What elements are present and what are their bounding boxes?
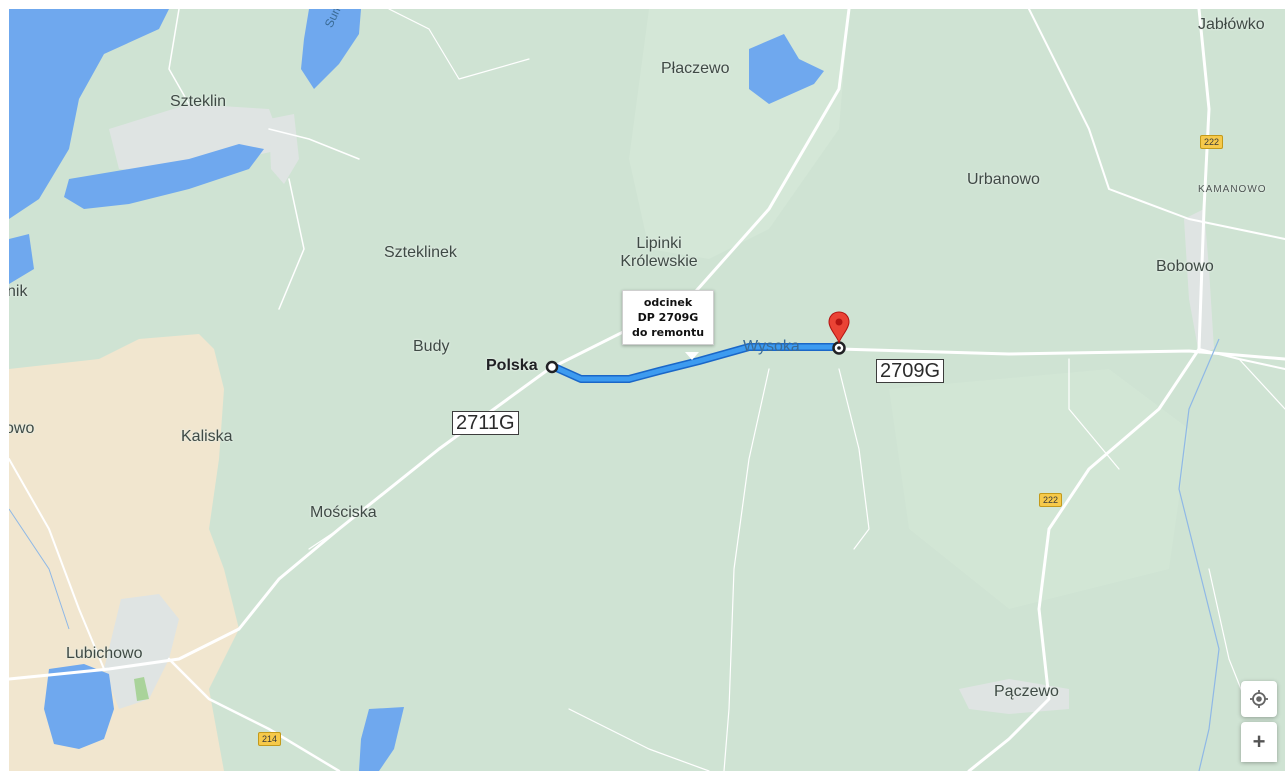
place-label-paczewo: Pączewo (994, 683, 1059, 700)
place-label-polska: Polska (486, 357, 538, 374)
place-label-urbanowo: Urbanowo (967, 171, 1040, 188)
national-road-shield-214: 214 (258, 732, 282, 746)
place-label-budy: Budy (413, 338, 450, 355)
road-shield-2711g: 2711G (452, 411, 519, 435)
road-shield-2709g: 2709G (876, 359, 945, 383)
callout-line-2: DP 2709G (637, 311, 699, 324)
my-location-button[interactable] (1241, 681, 1277, 717)
place-label-kaliska: Kaliska (181, 428, 233, 445)
crosshair-icon (1250, 690, 1268, 708)
place-label-owo-partial: owo (9, 420, 35, 437)
place-label-szteklinek: Szteklinek (384, 244, 457, 261)
zoom-in-button[interactable]: + (1241, 722, 1277, 762)
place-label-nik-partial: nik (9, 283, 28, 300)
callout-line-1: odcinek (643, 296, 693, 309)
place-label-lipinki-line1: Lipinki (636, 235, 682, 252)
map-canvas[interactable]: Jabłówko Płaczewo Szteklin Urbanowo KAMA… (9, 9, 1285, 771)
place-label-wysoka: Wysoka (743, 338, 800, 355)
route-start-point[interactable] (545, 360, 559, 374)
place-label-bobowo: Bobowo (1156, 258, 1214, 275)
national-road-shield-222-mid: 222 (1039, 493, 1063, 507)
location-pin-icon[interactable] (827, 311, 851, 345)
national-road-shield-222-top: 222 (1200, 135, 1224, 149)
place-label-szteklin: Szteklin (170, 93, 227, 110)
place-label-jablowko: Jabłówko (1198, 16, 1265, 33)
place-label-lubichowo: Lubichowo (66, 645, 143, 662)
map-base-layer (9, 9, 1285, 771)
place-label-placzewo: Płaczewo (661, 60, 730, 77)
place-label-lipinki-krolewskie: Lipinki Królewskie (607, 235, 711, 271)
place-label-mosciska: Mościska (310, 504, 377, 521)
place-label-kamanowo: KAMANOWO (1198, 184, 1267, 195)
callout-tail (685, 352, 699, 360)
place-label-lipinki-line2: Królewskie (620, 253, 698, 270)
route-annotation-callout: odcinek DP 2709G do remontu (622, 290, 714, 345)
callout-line-3: do remontu (631, 326, 705, 339)
